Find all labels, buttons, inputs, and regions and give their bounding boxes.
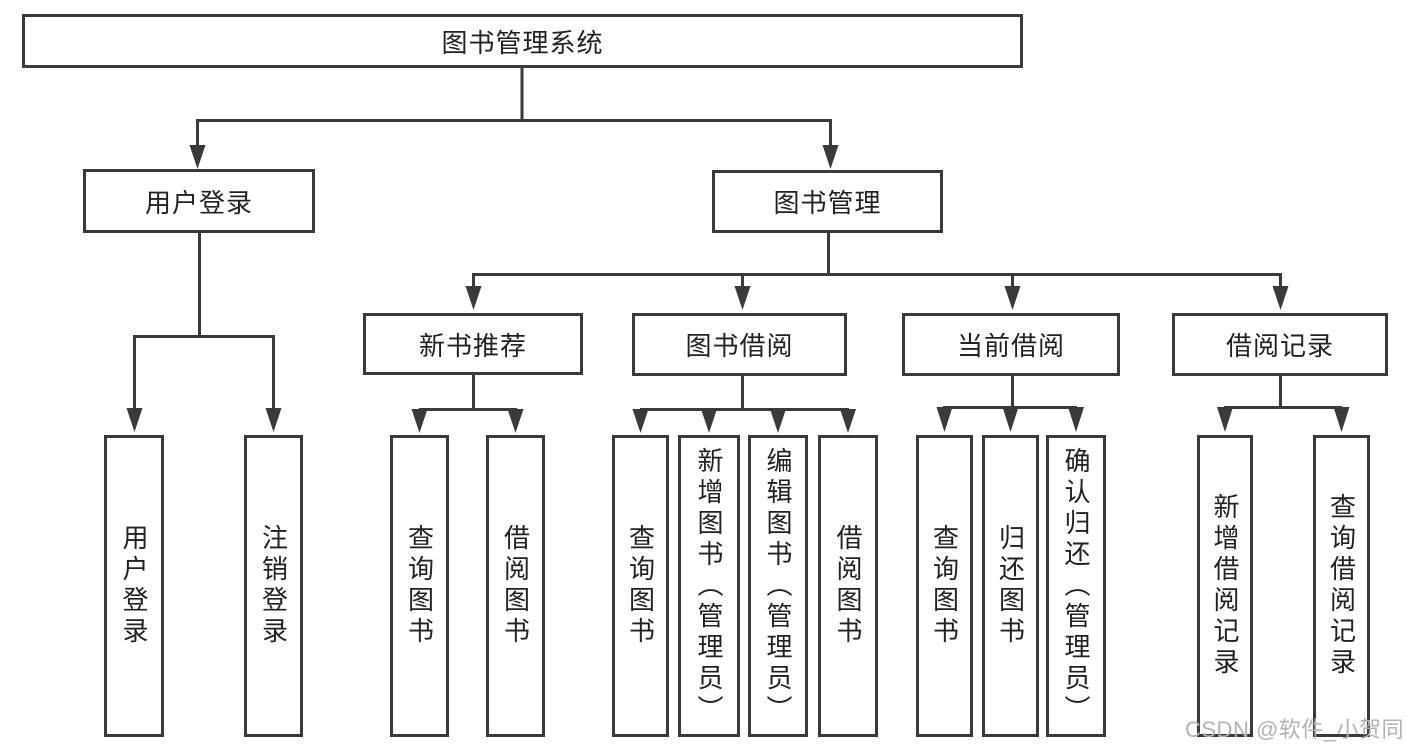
connector-new-book-rec-children [411,375,524,433]
leaf-bb-edit-books-admin: 编辑图书（管理员） [748,435,808,737]
leaf-cb-confirm-return-admin-label: 确认归还（管理员） [1061,446,1091,726]
connector-book-borrow-children [632,376,856,433]
node-root-system: 图书管理系统 [22,14,1023,68]
leaf-bb-borrow-books-label: 借阅图书 [833,524,863,648]
leaf-bb-query-books: 查询图书 [612,435,669,737]
node-book-borrow: 图书借阅 [632,313,847,376]
leaf-br-query-record-label: 查询借阅记录 [1326,493,1357,679]
leaf-bb-add-books-admin-label: 新增图书（管理员） [694,446,724,726]
node-user-login-label: 用户登录 [144,187,253,218]
node-borrow-records: 借阅记录 [1172,313,1388,376]
leaf-nbr-query-books-label: 查询图书 [404,524,435,648]
connector-user-login-children [126,232,282,432]
connector-root-to-level2 [189,68,839,169]
node-book-management: 图书管理 [712,170,943,233]
connector-book-mgmt-to-level3 [465,233,1289,310]
node-root-label: 图书管理系统 [441,27,604,58]
leaf-bb-borrow-books: 借阅图书 [818,435,878,737]
node-book-management-label: 图书管理 [773,188,882,218]
leaf-br-query-record: 查询借阅记录 [1313,435,1370,737]
leaf-cb-query-books: 查询图书 [916,435,973,737]
connector-current-borrow-children [936,376,1084,432]
leaf-br-add-record-label: 新增借阅记录 [1210,493,1240,679]
leaf-cb-confirm-return-admin: 确认归还（管理员） [1046,435,1106,737]
node-book-borrow-label: 图书借阅 [685,331,794,361]
leaf-user-login-label: 用户登录 [119,524,149,648]
leaf-nbr-borrow-books-label: 借阅图书 [500,524,531,648]
leaf-cb-return-books-label: 归还图书 [995,524,1026,648]
csdn-watermark: CSDN @软件_小贺同学 [1185,717,1405,742]
leaf-logout-label: 注销登录 [258,524,289,648]
connector-borrow-records-children [1217,376,1350,432]
leaf-nbr-query-books: 查询图书 [390,435,449,737]
leaf-bb-query-books-label: 查询图书 [625,524,656,648]
leaf-bb-edit-books-admin-label: 编辑图书（管理员） [763,446,793,726]
leaf-br-add-record: 新增借阅记录 [1197,435,1253,737]
node-new-book-recommend-label: 新书推荐 [418,330,527,361]
leaf-user-login: 用户登录 [104,435,164,737]
node-borrow-records-label: 借阅记录 [1225,331,1334,361]
leaf-logout: 注销登录 [244,435,303,737]
leaf-cb-return-books: 归还图书 [982,435,1039,737]
node-current-borrow: 当前借阅 [902,313,1120,376]
leaf-bb-add-books-admin: 新增图书（管理员） [678,435,740,737]
node-user-login: 用户登录 [83,169,315,233]
leaf-nbr-borrow-books: 借阅图书 [486,435,545,737]
leaf-cb-query-books-label: 查询图书 [929,524,960,648]
node-new-book-recommend: 新书推荐 [363,313,583,375]
node-current-borrow-label: 当前借阅 [956,331,1065,361]
